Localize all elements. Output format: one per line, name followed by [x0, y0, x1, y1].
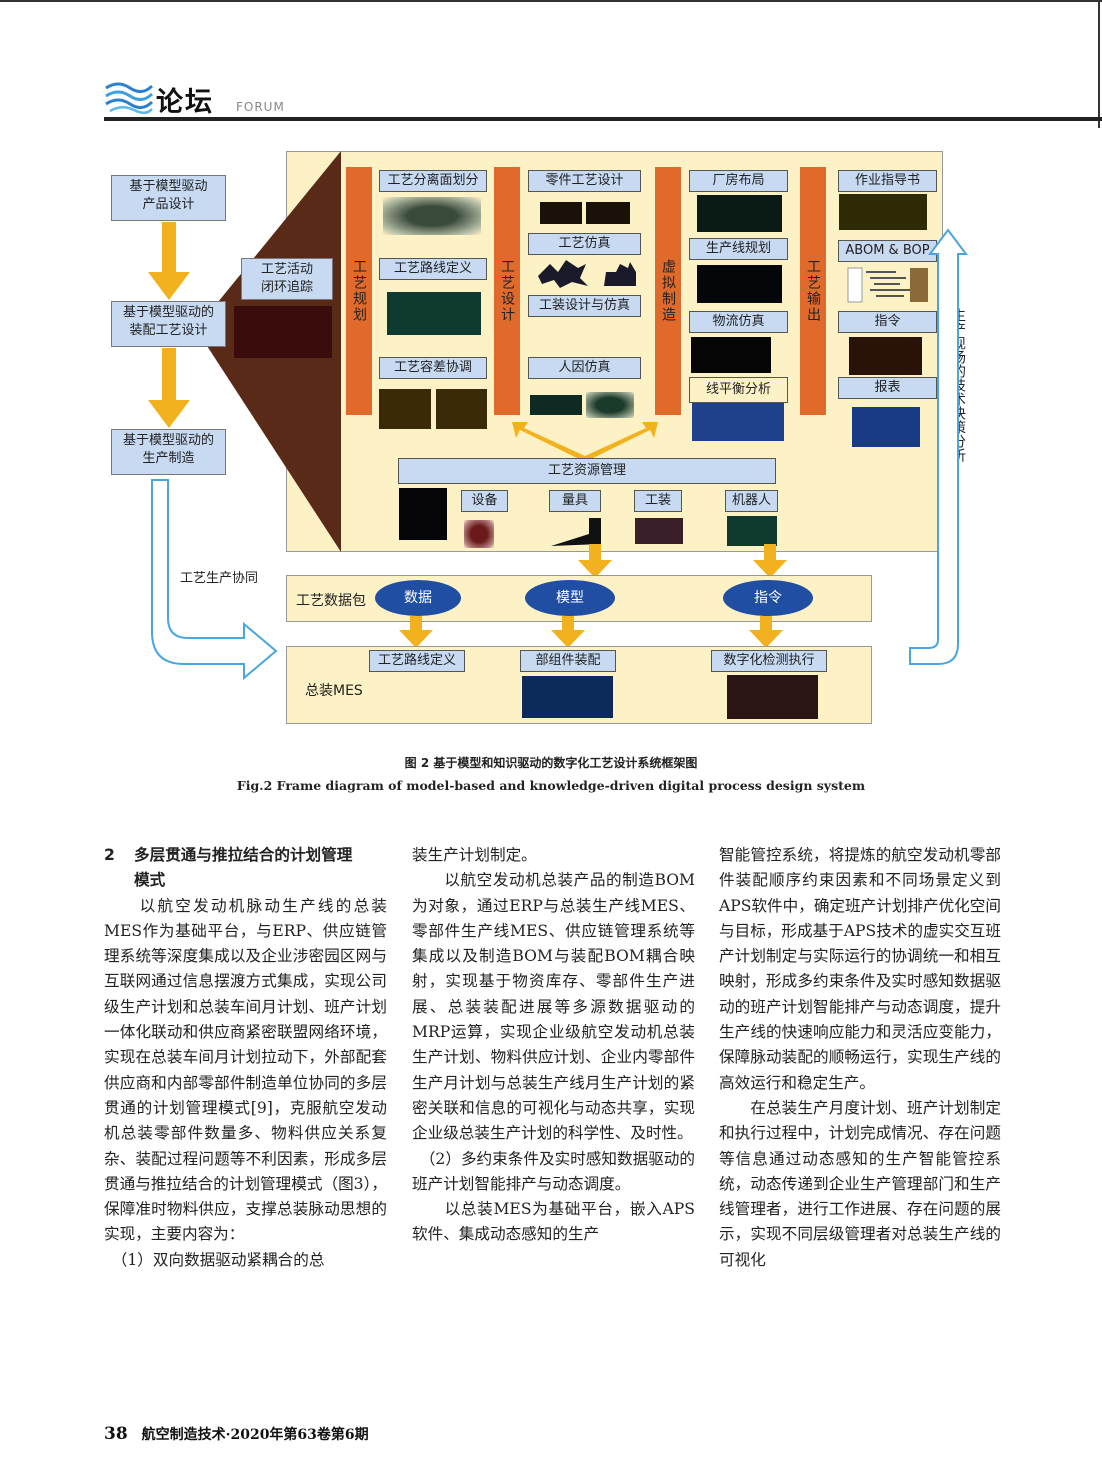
section-title: 2 多层贯通与推拉结合的计划管理 模式 [104, 843, 387, 894]
virtual-image-4 [692, 403, 784, 441]
mes-item-3: 数字化检测执行 [711, 650, 827, 672]
output-item-1: 作业指导书 [838, 170, 937, 192]
virtual-bar: 虚拟制造 [655, 167, 681, 415]
output-image-1 [839, 194, 927, 230]
planning-image-1 [383, 197, 481, 235]
package-command: 指令 [723, 580, 813, 616]
loop-image [234, 306, 332, 358]
design-item-2: 工艺仿真 [528, 233, 641, 255]
right-border [1098, 0, 1100, 128]
section-heading: 多层贯通与推拉结合的计划管理 模式 [134, 846, 353, 890]
package-title: 工艺数据包 [296, 593, 366, 609]
logo-waves-icon [105, 82, 154, 114]
figure: 基于模型驱动 产品设计 基于模型驱动的 装配工艺设计 基于模型驱动的 生产制造 … [0, 0, 1102, 740]
header-rule [104, 117, 1102, 121]
logo-text: 论坛 [156, 87, 214, 118]
package-arrows-icon [578, 544, 787, 578]
output-bar: 工艺输出 [800, 167, 826, 415]
column-3-text: 智能管控系统，将提炼的航空发动机零部件装配顺序约束因素和不同场景定义到APS软件… [719, 846, 1001, 1269]
planning-item-3: 工艺容差协调 [379, 357, 487, 379]
virtual-item-4: 线平衡分析 [689, 377, 788, 403]
output-item-3: 指令 [838, 311, 937, 333]
resource-item-4: 机器人 [725, 490, 778, 512]
mes-image-3 [727, 675, 818, 719]
output-bop-icon [847, 267, 928, 303]
section-number: 2 [104, 846, 115, 864]
return-arrow-icon [909, 228, 968, 665]
planning-bar: 工艺规划 [346, 167, 372, 415]
journal-name: 航空制造技术·2020年第63卷第6期 [141, 1427, 369, 1443]
virtual-item-1: 厂房布局 [689, 170, 788, 192]
planning-item-1: 工艺分离面划分 [379, 170, 487, 192]
figure-caption-en: Fig.2 Frame diagram of model-based and k… [236, 778, 866, 793]
output-image-3 [849, 337, 922, 375]
output-item-2: ABOM & BOP [838, 240, 937, 262]
resource-item-1: 设备 [461, 490, 508, 512]
mes-title: 总装MES [305, 683, 363, 699]
design-image-1 [540, 202, 582, 224]
resource-image-3 [635, 518, 683, 544]
package-model: 模型 [525, 580, 615, 616]
package-data: 数据 [375, 580, 461, 616]
planning-image-3 [379, 389, 431, 429]
collab-label: 工艺生产协同 [180, 571, 259, 586]
resource-up-arrows-icon [512, 422, 658, 462]
figure-caption-cn: 图 2 基于模型和知识驱动的数字化工艺设计系统框架图 [404, 756, 698, 770]
assembly-design-box: 基于模型驱动的 装配工艺设计 [111, 301, 226, 347]
virtual-image-3 [691, 337, 771, 373]
virtual-item-2: 生产线规划 [689, 238, 788, 260]
design-image-4 [586, 392, 634, 418]
down-arrows-icon [148, 222, 190, 428]
virtual-item-3: 物流仿真 [689, 311, 788, 333]
design-item-1: 零件工艺设计 [528, 170, 641, 192]
column-2: 装生产计划制定。 以航空发动机总装产品的制造BOM为对象，通过ERP与总装生产线… [412, 843, 695, 1248]
planning-image-2 [387, 292, 481, 335]
footer: 38 航空制造技术·2020年第63卷第6期 [104, 1424, 369, 1444]
logo-subtitle: FORUM [236, 100, 285, 114]
resource-item-3: 工装 [634, 490, 682, 512]
design-image-3 [530, 395, 582, 415]
design-sim-icon [538, 260, 636, 288]
mes-item-1: 工艺路线定义 [369, 650, 465, 672]
design-bar: 工艺设计 [494, 167, 520, 415]
column-1-text: 以航空发动机脉动生产线的总装MES作为基础平台，与ERP、供应链管理系统等深度集… [104, 896, 387, 1244]
resource-title: 工艺资源管理 [398, 458, 776, 484]
page-number: 38 [104, 1424, 128, 1444]
design-image-2 [586, 202, 630, 224]
design-item-4: 人因仿真 [528, 357, 641, 379]
virtual-image-2 [697, 265, 782, 303]
collab-arrow-icon [151, 479, 278, 681]
design-item-3: 工装设计与仿真 [528, 295, 641, 317]
product-design-box: 基于模型驱动 产品设计 [111, 175, 226, 221]
output-image-4 [852, 407, 920, 447]
loop-tracking-box: 工艺活动 闭环追踪 [241, 258, 333, 300]
column-1-last: （1）双向数据驱动紧耦合的总 [104, 1250, 325, 1269]
resource-image-0 [399, 488, 447, 540]
planning-item-2: 工艺路线定义 [379, 258, 487, 280]
top-border [0, 0, 1102, 2]
virtual-image-1 [697, 195, 782, 232]
column-2-text: 装生产计划制定。 以航空发动机总装产品的制造BOM为对象，通过ERP与总装生产线… [412, 846, 695, 1244]
gauge-icon [551, 518, 601, 546]
output-item-4: 报表 [838, 377, 937, 399]
column-1: 2 多层贯通与推拉结合的计划管理 模式 以航空发动机脉动生产线的总装MES作为基… [104, 843, 387, 1273]
resource-image-4 [727, 516, 777, 546]
mes-arrows-icon [399, 616, 783, 648]
mes-image-2 [522, 676, 613, 718]
resource-image-1 [464, 520, 494, 548]
production-box: 基于模型驱动的 生产制造 [111, 429, 226, 475]
resource-item-2: 量具 [549, 490, 601, 512]
planning-image-4 [436, 389, 487, 429]
column-3: 智能管控系统，将提炼的航空发动机零部件装配顺序约束因素和不同场景定义到APS软件… [719, 843, 1001, 1273]
mes-item-2: 部组件装配 [520, 650, 616, 672]
